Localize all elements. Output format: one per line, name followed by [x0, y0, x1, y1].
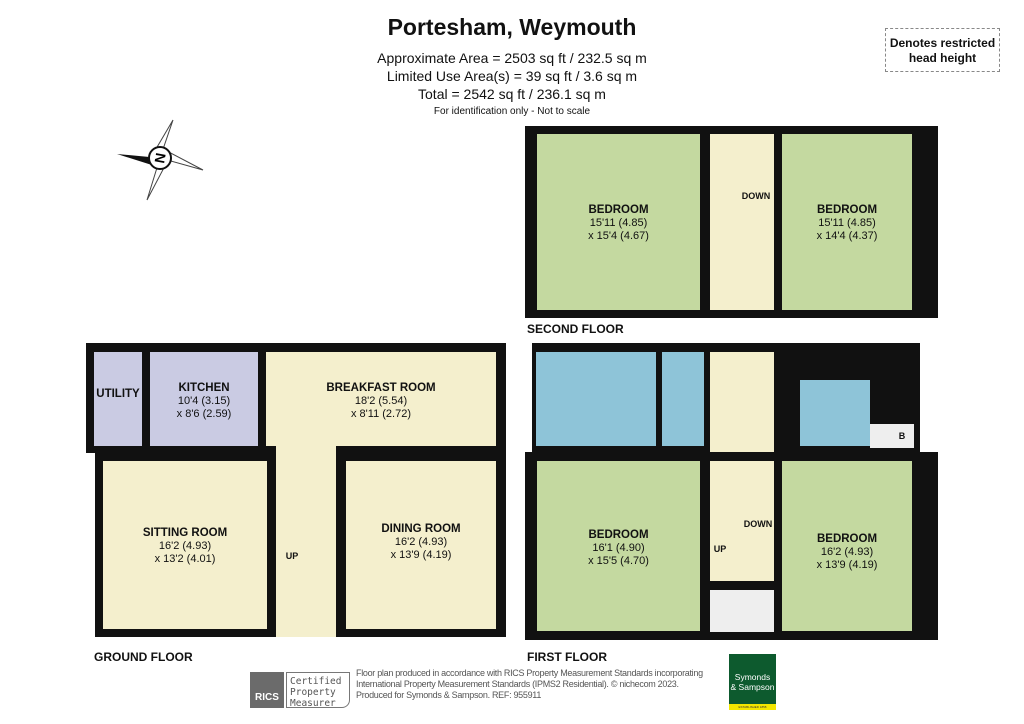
bathroom — [536, 352, 656, 446]
second-floor-label: SECOND FLOOR — [527, 322, 624, 336]
stairs-label: UP — [285, 551, 299, 561]
limited-area: Limited Use Area(s) = 39 sq ft / 3.6 sq … — [386, 68, 638, 84]
brand-tagline: ESTABLISHED 1858 — [729, 704, 776, 710]
boiler-cupboard: B — [870, 424, 914, 448]
compass-north-letter: N — [151, 152, 169, 165]
boiler-label: B — [898, 431, 906, 441]
footer-text: Floor plan produced in accordance with R… — [356, 668, 703, 700]
ground-floor-label: GROUND FLOOR — [94, 650, 193, 664]
stairs-down-label: DOWN — [743, 519, 773, 529]
restricted-height-legend: Denotes restricted head height — [885, 28, 1000, 72]
second-floor-stairs: DOWN — [710, 134, 774, 310]
compass-icon: N — [117, 119, 204, 201]
first-floor-stairs: UP DOWN — [710, 461, 774, 581]
shower-room — [800, 380, 870, 446]
first-floor-label: FIRST FLOOR — [527, 650, 607, 664]
rics-logo: RICS — [250, 672, 284, 708]
scale-note: For identification only - Not to scale — [433, 106, 591, 117]
wc — [662, 352, 704, 446]
approx-area: Approximate Area = 2503 sq ft / 232.5 sq… — [377, 50, 647, 66]
utility: UTILITY — [94, 352, 142, 446]
hallway: UP — [276, 440, 336, 637]
first-floor-cupboard — [710, 590, 774, 632]
stairs-up-label: UP — [713, 544, 727, 554]
room-label: UTILITY — [96, 388, 140, 400]
stairs-label: DOWN — [741, 191, 771, 201]
total-area: Total = 2542 sq ft / 236.1 sq m — [418, 86, 606, 102]
landing — [710, 352, 774, 452]
plan-title: Portesham, Weymouth — [387, 14, 637, 40]
symonds-sampson-logo: Symonds& Sampson ESTABLISHED 1858 — [729, 654, 776, 710]
